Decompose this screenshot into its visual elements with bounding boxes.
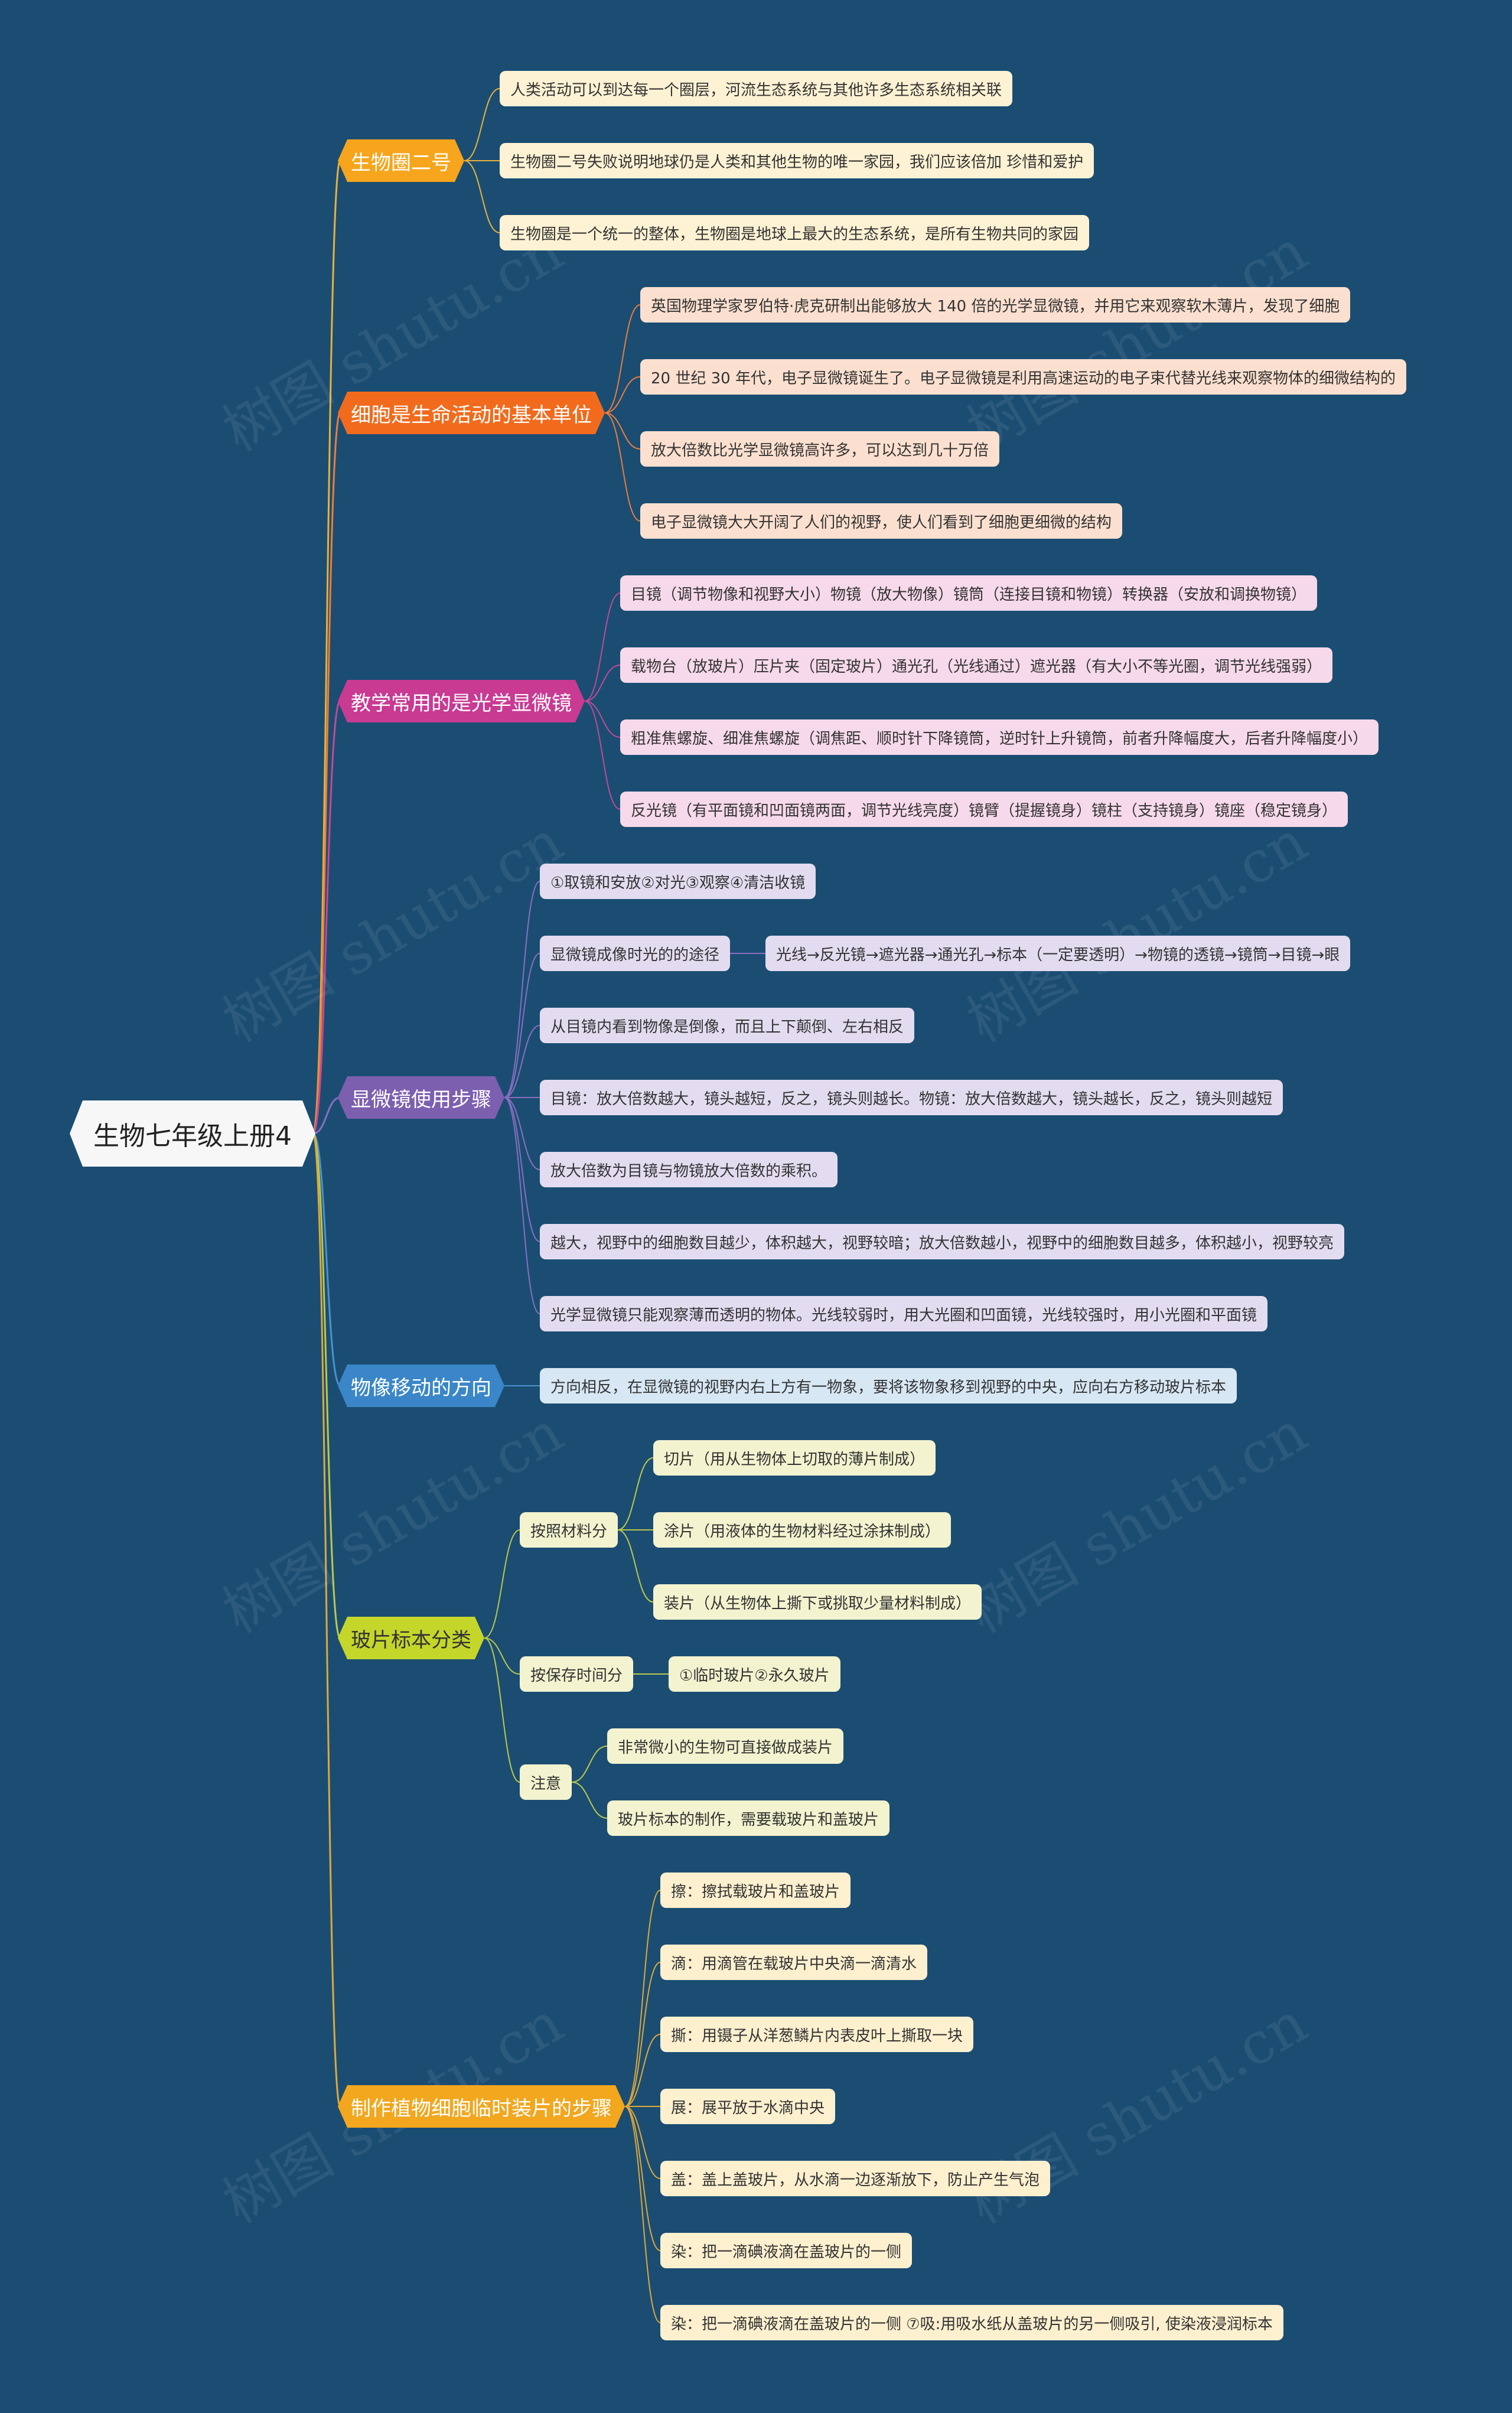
leaf-node[interactable]: 人类活动可以到达每一个圈层，河流生态系统与其他许多生态系统相关联	[500, 71, 1013, 106]
connector-line	[624, 1962, 661, 2107]
branch-node[interactable]: 细胞是生命活动的基本单位	[338, 392, 605, 434]
leaf-node[interactable]: 载物台（放玻片）压片夹（固定玻片）通光孔（光线通过）遮光器（有大小不等光圈，调节…	[620, 647, 1333, 683]
connector-line	[504, 1097, 540, 1314]
leaf-node[interactable]: 染：把一滴碘液滴在盖玻片的一侧	[660, 2233, 913, 2268]
connector-line	[312, 1096, 341, 1135]
leaf-node[interactable]: 放大倍数比光学显微镜高许多，可以达到几十万倍	[640, 431, 1000, 467]
connector-line	[312, 1132, 341, 1639]
leaf-node[interactable]: 目镜（调节物像和视野大小）物镜（放大物像）镜筒（连接目镜和物镜）转换器（安放和调…	[620, 575, 1318, 611]
connector-line	[604, 412, 641, 522]
leaf-node[interactable]: 越大，视野中的细胞数目越少，体积越大，视野较暗；放大倍数越小，视野中的细胞数目越…	[540, 1224, 1345, 1259]
branch-node[interactable]: 生物圈二号	[338, 139, 464, 182]
branch-node[interactable]: 玻片标本分类	[338, 1617, 484, 1659]
connector-line	[617, 1457, 654, 1530]
connector-line	[624, 2106, 661, 2179]
connector-line	[624, 2034, 661, 2107]
leaf-node[interactable]: 撕：用镊子从洋葱鳞片内表皮叶上撕取一块	[660, 2017, 974, 2052]
leaf-node[interactable]: 目镜：放大倍数越大，镜头越短，反之，镜头则越长。物镜：放大倍数越大，镜头越长，反…	[540, 1080, 1283, 1115]
leaf-node[interactable]: ①取镜和安放②对光③观察④清洁收镜	[540, 864, 816, 899]
leaf-node[interactable]: 方向相反，在显微镜的视野内右上方有一物象，要将该物象移到视野的中央，应向右方移动…	[540, 1368, 1237, 1403]
connector-line	[484, 1637, 520, 1783]
leaf-node[interactable]: 生物圈是一个统一的整体，生物圈是地球上最大的生态系统，是所有生物共同的家园	[500, 215, 1090, 250]
branch-node[interactable]: 制作植物细胞临时装片的步骤	[338, 2085, 625, 2128]
leaf-node[interactable]: 切片（用从生物体上切取的薄片制成）	[653, 1440, 936, 1476]
root-node[interactable]: 生物七年级上册4	[70, 1100, 315, 1167]
leaf-node[interactable]: 盖：盖上盖玻片，从水滴一边逐渐放下，防止产生气泡	[660, 2161, 1051, 2196]
leaf-node[interactable]: 玻片标本的制作，需要载玻片和盖玻片	[607, 1800, 890, 1836]
connector-line	[312, 1132, 341, 1387]
subtopic-node[interactable]: 注意	[520, 1764, 572, 1800]
connector-line	[504, 1025, 540, 1098]
leaf-node[interactable]: 擦：擦拭载玻片和盖玻片	[660, 1873, 851, 1908]
connector-line	[617, 1529, 654, 1603]
connector-line	[464, 160, 500, 233]
connector-line	[604, 376, 641, 413]
leaf-node[interactable]: 粗准焦螺旋、细准焦螺旋（调焦距、顺时针下降镜筒，逆时针上升镜筒，前者升降幅度大，…	[620, 719, 1379, 755]
leaf-node[interactable]: 光学显微镜只能观察薄而透明的物体。光线较弱时，用大光圈和凹面镜，光线较强时，用小…	[540, 1296, 1268, 1331]
leaf-node[interactable]: 滴：用滴管在载玻片中央滴一滴清水	[660, 1945, 928, 1980]
connector-line	[504, 1097, 540, 1242]
leaf-node[interactable]: 电子显微镜大大开阔了人们的视野，使人们看到了细胞更细微的结构	[640, 503, 1123, 539]
connector-line	[312, 700, 341, 1135]
leaf-node[interactable]: 从目镜内看到物像是倒像，而且上下颠倒、左右相反	[540, 1008, 915, 1043]
branch-node[interactable]: 教学常用的是光学显微镜	[338, 680, 585, 722]
connector-line	[312, 1132, 341, 2108]
connector-line	[504, 1097, 540, 1170]
branch-node[interactable]: 显微镜使用步骤	[338, 1076, 504, 1119]
connector-line	[504, 881, 540, 1098]
connector-line	[624, 1890, 661, 2107]
leaf-node[interactable]: 展：展平放于水滴中央	[660, 2089, 836, 2124]
connector-line	[584, 665, 621, 702]
connector-line	[312, 159, 341, 1135]
connector-line	[584, 592, 621, 702]
leaf-node[interactable]: ①临时玻片②永久玻片	[669, 1656, 840, 1692]
connector-line	[584, 701, 621, 810]
connector-line	[624, 2106, 661, 2251]
connector-line	[604, 412, 641, 450]
connector-line	[571, 1782, 608, 1819]
leaf-node[interactable]: 光线→反光镜→遮光器→通光孔→标本（一定要透明）→物镜的透镜→镜筒→目镜→眼	[765, 936, 1351, 971]
subtopic-node[interactable]: 按照材料分	[520, 1512, 618, 1548]
leaf-node[interactable]: 放大倍数为目镜与物镜放大倍数的乘积。	[540, 1152, 838, 1187]
subtopic-node[interactable]: 按保存时间分	[520, 1656, 634, 1692]
branch-node[interactable]: 物像移动的方向	[338, 1365, 504, 1407]
connector-line	[484, 1637, 520, 1675]
connector-line	[624, 2106, 661, 2323]
leaf-node[interactable]: 装片（从生物体上撕下或挑取少量材料制成）	[653, 1584, 982, 1620]
leaf-node[interactable]: 涂片（用液体的生物材料经过涂抹制成）	[653, 1512, 951, 1548]
connector-line	[484, 1529, 520, 1639]
leaf-node[interactable]: 染：把一滴碘液滴在盖玻片的一侧 ⑦吸:用吸水纸从盖玻片的另一侧吸引, 使染液浸润…	[660, 2305, 1283, 2340]
leaf-node[interactable]: 生物圈二号失败说明地球仍是人类和其他生物的唯一家园，我们应该倍加 珍惜和爱护	[500, 143, 1094, 178]
leaf-node[interactable]: 非常微小的生物可直接做成装片	[607, 1728, 844, 1764]
connector-line	[504, 953, 540, 1098]
connector-line	[312, 412, 341, 1135]
leaf-node[interactable]: 反光镜（有平面镜和凹面镜两面，调节光线亮度）镜臂（提握镜身）镜柱（支持镜身）镜座…	[620, 792, 1348, 827]
connector-line	[464, 88, 500, 161]
connector-line	[604, 304, 641, 413]
connector-line	[584, 701, 621, 738]
connector-line	[571, 1746, 608, 1783]
leaf-node[interactable]: 英国物理学家罗伯特·虎克研制出能够放大 140 倍的光学显微镜，并用它来观察软木…	[640, 287, 1351, 323]
subtopic-node[interactable]: 显微镜成像时光的的途径	[540, 936, 731, 971]
leaf-node[interactable]: 20 世纪 30 年代，电子显微镜诞生了。电子显微镜是利用高速运动的电子束代替光…	[640, 359, 1406, 395]
